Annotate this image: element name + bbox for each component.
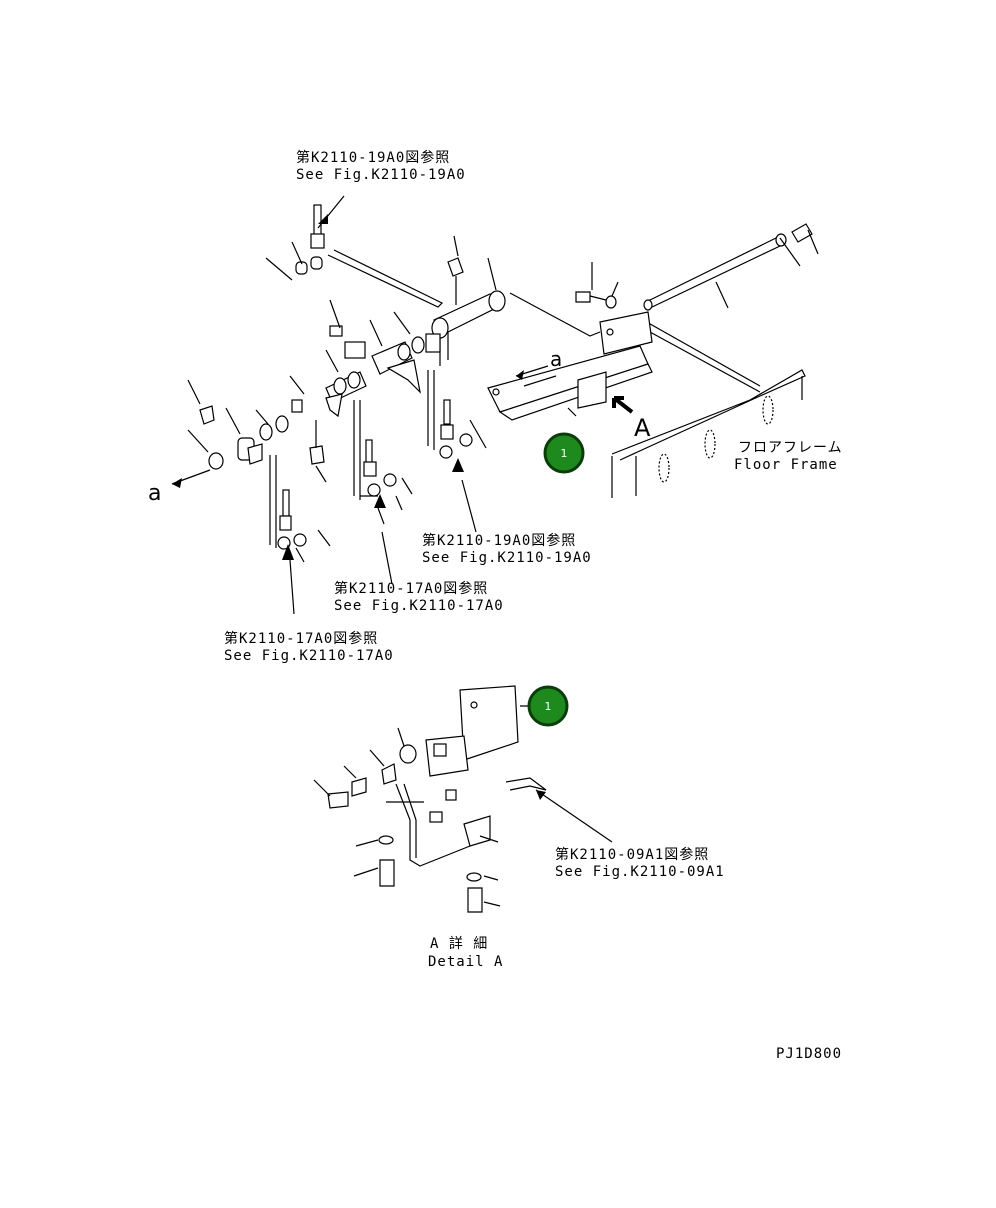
ref-detail-jp: 第K2110-09A1図参照: [555, 846, 709, 863]
floor-frame-label: フロアフレーム Floor Frame: [734, 440, 843, 473]
ref-bottom-left-jp: 第K2110-17A0図参照: [224, 630, 378, 647]
ref-mid-right-jp: 第K2110-19A0図参照: [422, 532, 576, 549]
callout-upper-number: 1: [561, 447, 568, 460]
detail-caption-en: Detail A: [428, 954, 503, 970]
callout-lower[interactable]: 1: [527, 685, 569, 727]
view-mark-a-upper: a: [550, 347, 562, 371]
detail-caption-jp: A 詳 細: [430, 936, 488, 952]
callout-lower-circle[interactable]: [527, 685, 569, 727]
arrow-ref-mid: [374, 494, 386, 508]
ref-detail-en: See Fig.K2110-09A1: [555, 864, 725, 880]
view-arrows: [171, 214, 549, 560]
ref-bottom-left-en: See Fig.K2110-17A0: [224, 648, 394, 664]
callout-lower-number: 1: [545, 700, 552, 713]
ref-top-en: See Fig.K2110-19A0: [296, 167, 466, 183]
detail-a-linework: [313, 685, 613, 913]
callout-upper[interactable]: 1: [543, 432, 585, 474]
view-mark-A: A: [634, 414, 651, 442]
view-mark-a-left: a: [148, 481, 161, 506]
callout-upper-circle[interactable]: [543, 432, 585, 474]
ref-bottom-left: 第K2110-17A0図参照 See Fig.K2110-17A0: [224, 630, 394, 664]
ref-detail: 第K2110-09A1図参照 See Fig.K2110-09A1: [555, 846, 725, 880]
ref-top-jp: 第K2110-19A0図参照: [296, 149, 450, 166]
ref-mid-right-en: See Fig.K2110-19A0: [422, 550, 592, 566]
floor-frame-en: Floor Frame: [734, 457, 838, 473]
ref-mid-en: See Fig.K2110-17A0: [334, 598, 504, 614]
ref-mid: 第K2110-17A0図参照 See Fig.K2110-17A0: [334, 580, 504, 614]
ref-top: 第K2110-19A0図参照 See Fig.K2110-19A0: [296, 149, 466, 183]
floor-frame-jp: フロアフレーム: [738, 440, 843, 456]
ref-mid-right: 第K2110-19A0図参照 See Fig.K2110-19A0: [422, 532, 592, 566]
drawing-code: PJ1D800: [776, 1046, 842, 1062]
arrow-ref-mid-right: [452, 458, 464, 472]
arrow-ref-top: [318, 214, 328, 224]
upper-assembly-linework: [187, 195, 819, 615]
ref-mid-jp: 第K2110-17A0図参照: [334, 580, 488, 597]
detail-a-caption: A 詳 細 Detail A: [428, 936, 503, 970]
arrow-ref-bottom-left: [282, 544, 294, 560]
